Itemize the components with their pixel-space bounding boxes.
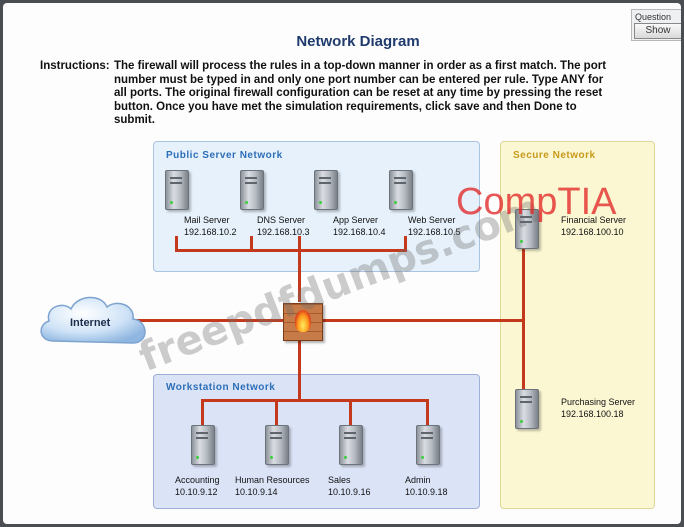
dns-server-name: DNS Server: [257, 215, 306, 225]
secure-trunk-wire: [522, 241, 525, 389]
admin-workstation-icon[interactable]: [416, 425, 440, 465]
purchasing-server-name: Purchasing Server: [561, 397, 636, 407]
internet-cloud-icon: [40, 296, 146, 344]
flame-icon: [295, 310, 311, 332]
sales-workstation-icon[interactable]: [339, 425, 363, 465]
human-resources-ip: 10.10.9.14: [235, 487, 278, 497]
firewall-icon[interactable]: [283, 303, 323, 341]
human-resources-workstation-icon[interactable]: [265, 425, 289, 465]
accounting-workstation-icon[interactable]: [191, 425, 215, 465]
workstation-trunk-wire: [298, 337, 301, 402]
public-bus-wire: [175, 249, 407, 252]
accounting-ip: 10.10.9.12: [175, 487, 218, 497]
secure-network-zone: [500, 141, 655, 509]
financial-server-icon[interactable]: [515, 209, 539, 249]
simulation-window: Question Show Network Diagram Instructio…: [3, 3, 681, 524]
public-zone-title: Public Server Network: [166, 150, 283, 161]
web-server-ip: 192.168.10.5: [408, 227, 461, 237]
app-server-name: App Server: [333, 215, 379, 225]
purchasing-server-icon[interactable]: [515, 389, 539, 429]
diagram-title: Network Diagram: [296, 33, 420, 50]
secure-zone-title: Secure Network: [513, 150, 596, 161]
question-panel: Question Show: [631, 9, 681, 41]
mail-server-icon[interactable]: [165, 170, 189, 210]
show-button[interactable]: Show: [634, 23, 681, 39]
mail-server-name: Mail Server: [184, 215, 230, 225]
instructions-label: Instructions:: [40, 60, 110, 72]
admin-ip: 10.10.9.18: [405, 487, 448, 497]
workstation-bus-wire: [201, 399, 429, 402]
question-label: Question: [635, 12, 672, 22]
purchasing-server-ip: 192.168.100.18: [561, 409, 624, 419]
mail-server-ip: 192.168.10.2: [184, 227, 237, 237]
admin-drop-wire: [426, 399, 429, 425]
web-server-name: Web Server: [408, 215, 456, 225]
mail-drop-wire: [175, 236, 178, 251]
financial-server-name: Financial Server: [561, 215, 627, 225]
internet-label: Internet: [70, 317, 111, 329]
accounting-drop-wire: [201, 399, 204, 425]
admin-name: Admin: [405, 475, 431, 485]
web-drop-wire: [404, 236, 407, 251]
hr-drop-wire: [275, 399, 278, 425]
instructions-text: The firewall will process the rules in a…: [114, 60, 607, 126]
workstation-zone-title: Workstation Network: [166, 382, 276, 393]
dns-server-ip: 192.168.10.3: [257, 227, 310, 237]
public-trunk-wire: [298, 236, 301, 302]
web-server-icon[interactable]: [389, 170, 413, 210]
human-resources-name: Human Resources: [235, 475, 310, 485]
sales-name: Sales: [328, 475, 351, 485]
accounting-name: Accounting: [175, 475, 220, 485]
dns-drop-wire: [250, 236, 253, 251]
dns-server-icon[interactable]: [240, 170, 264, 210]
app-server-ip: 192.168.10.4: [333, 227, 386, 237]
sales-drop-wire: [349, 399, 352, 425]
app-server-icon[interactable]: [314, 170, 338, 210]
sales-ip: 10.10.9.16: [328, 487, 371, 497]
financial-server-ip: 192.168.100.10: [561, 227, 624, 237]
